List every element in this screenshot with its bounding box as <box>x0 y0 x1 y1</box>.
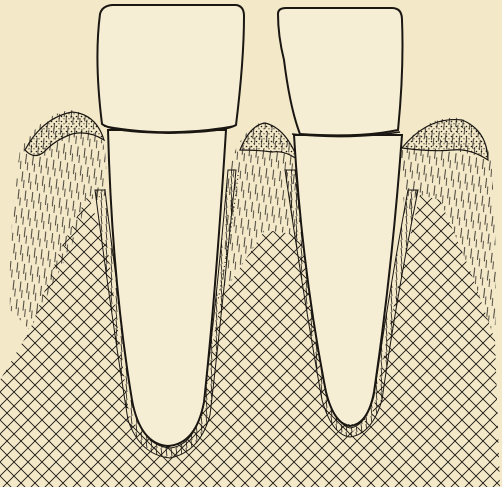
right-tooth-crown <box>278 8 403 135</box>
left-tooth-crown <box>97 5 244 133</box>
